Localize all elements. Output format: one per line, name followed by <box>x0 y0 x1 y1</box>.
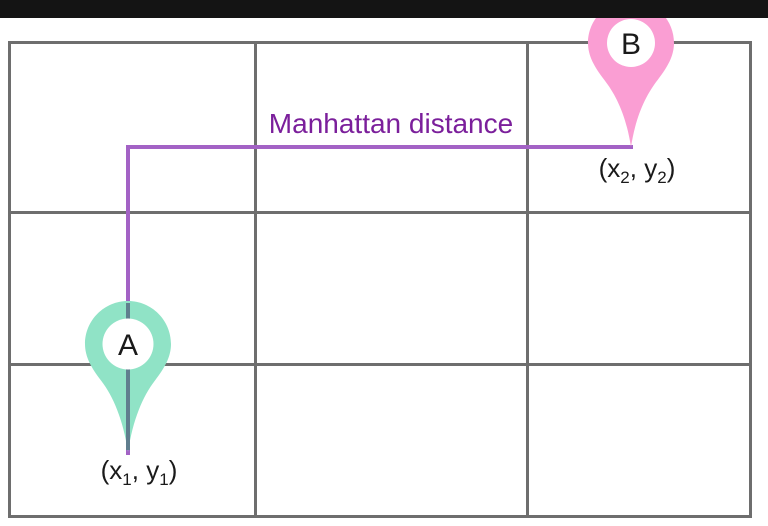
pin-a-letter: A <box>118 329 138 362</box>
grid-outline <box>8 41 752 518</box>
coord-b-sub1: 2 <box>620 168 630 187</box>
coord-a-open: (x <box>100 455 123 485</box>
coord-a-sub2: 1 <box>159 470 169 489</box>
grid-horizontal-line-1 <box>8 211 752 214</box>
coord-b-mid: , y <box>629 153 658 183</box>
point-b-coordinates-label: (x2, y2) <box>599 153 676 193</box>
pin-a-inner-circle <box>102 318 154 370</box>
pin-b-letter: B <box>621 28 641 61</box>
top-black-bar <box>0 0 768 18</box>
grid-vertical-line-2 <box>526 41 529 518</box>
manhattan-path-horizontal-segment <box>126 145 633 149</box>
point-a-coordinates-label: (x1, y1) <box>101 455 178 495</box>
pin-b-inner-circle <box>607 19 655 67</box>
location-pin-b-icon: B <box>588 0 674 147</box>
location-pin-a-icon: A <box>85 301 171 452</box>
grid-vertical-line-1 <box>254 41 257 518</box>
manhattan-distance-label: Manhattan distance <box>268 108 514 139</box>
coord-a-close: ) <box>168 455 178 485</box>
coord-b-close: ) <box>666 153 676 183</box>
coord-b-open: (x <box>598 153 621 183</box>
coord-a-sub1: 1 <box>122 470 132 489</box>
coord-b-sub2: 2 <box>657 168 667 187</box>
coord-a-mid: , y <box>131 455 160 485</box>
manhattan-path-vertical-segment <box>126 145 130 455</box>
grid-horizontal-line-2 <box>8 363 752 366</box>
